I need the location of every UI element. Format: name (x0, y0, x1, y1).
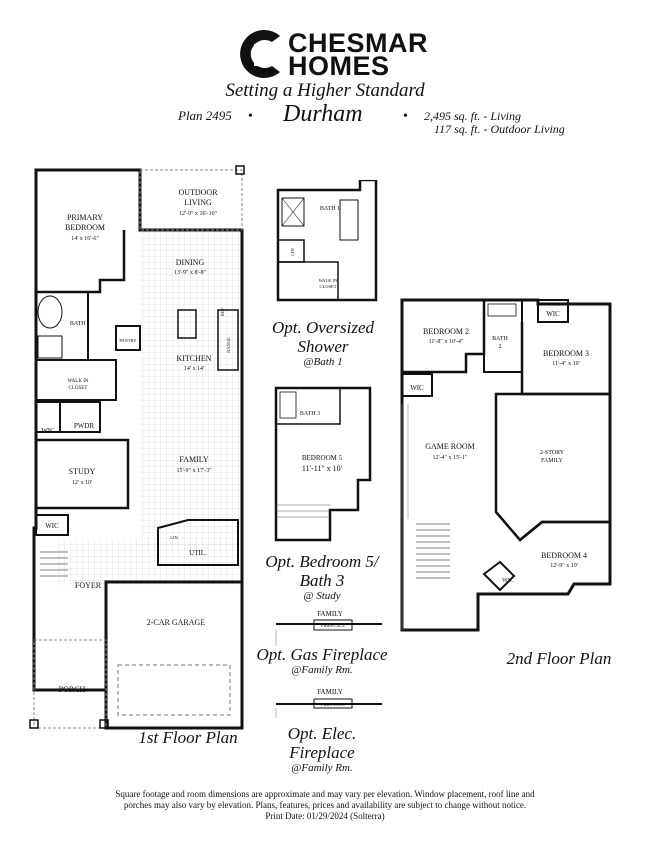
room-bath2-line2: 2 (499, 344, 502, 350)
opt-bedroom5-caption: Opt. Bedroom 5/ Bath 3 @ Study (252, 552, 392, 602)
opt-gas-fireplace-caption: Opt. Gas Fireplace @Family Rm. (252, 645, 392, 676)
room-outdoor-living-line2: LIVING (184, 198, 212, 207)
room-lin: LIN (170, 535, 178, 540)
room-garage: 2-CAR GARAGE (147, 618, 206, 627)
brand-name-line1: CHESMAR (288, 28, 429, 58)
room-size: 12'-9" x 10' (550, 563, 578, 569)
room-bath1: BATH 1 (70, 321, 90, 327)
room-bedroom4: BEDROOM 4 (541, 551, 587, 560)
room-size: 14' x 16'-6" (71, 236, 99, 242)
label-ref: REF (220, 307, 225, 316)
room-porch: PORCH (59, 685, 86, 694)
room-dining: DINING (176, 258, 205, 267)
disclaimer-line2: porches may also vary by elevation. Plan… (123, 800, 527, 810)
room-walk-in-closet-line2: CLOSET (69, 386, 88, 391)
room-two-story-family: 2-STORY (540, 450, 565, 456)
outdoor-living-outline (139, 169, 243, 231)
caption-subtitle: @Family Rm. (291, 664, 353, 676)
caption-line2: Bath 3 (299, 571, 345, 590)
room-wic: WIC (546, 310, 560, 318)
opt-bedroom5-label: BEDROOM 5 (302, 454, 343, 462)
opt-closet-label-line2: CLOSET (319, 284, 336, 289)
opt-gas-fireplace-label: FIREPLACE (321, 623, 345, 628)
room-size: 12'-9" x 16'-10" (179, 211, 218, 217)
room-bedroom3: BEDROOM 3 (543, 349, 589, 358)
opt-bedroom5-size: 11'-11" x 10' (302, 464, 343, 473)
caption-line1: Opt. Bedroom 5/ (265, 552, 379, 571)
room-size: 11'-8" x 10'-4" (429, 339, 464, 345)
label-range: RANGE (226, 337, 231, 353)
first-floor-plan: OUTDOOR LIVING 12'-9" x 16'-10" PRIMARY … (29, 165, 245, 730)
opt-oversized-shower-caption: Opt. Oversized Shower @Bath 1 (258, 318, 388, 368)
opt-bedroom5-plan: BATH 3 BEDROOM 5 11'-11" x 10' (274, 386, 372, 542)
room-size: 15'-9" x 17'-3" (176, 468, 212, 474)
room-wic: WIC (410, 384, 424, 392)
room-primary-bedroom-line2: BEDROOM (65, 223, 105, 232)
room-primary-bedroom: PRIMARY (67, 213, 103, 222)
second-floor-plan: BEDROOM 2 11'-8" x 10'-4" BATH 2 WIC BED… (400, 298, 612, 632)
opt-elec-fireplace-label: FIREPLACE (321, 702, 345, 707)
room-kitchen: KITCHEN (176, 354, 211, 363)
room-size: 11'-4" x 10' (552, 361, 579, 367)
sqft-info: 2,495 sq. ft. - Living 117 sq. ft. - Out… (424, 110, 565, 136)
first-floor-caption: 1st Floor Plan (138, 728, 238, 747)
caption-line1: Opt. Oversized (272, 318, 374, 337)
room-size: 12' x 10' (72, 480, 92, 486)
opt-lin-label: LIN (290, 248, 295, 256)
room-two-story-family-line2: FAMILY (541, 458, 564, 464)
logo-mark-icon (240, 30, 280, 78)
sqft-living: 2,495 sq. ft. - Living (424, 109, 522, 123)
brand-name-line2: HOMES (288, 51, 390, 81)
disclaimer: Square footage and room dimensions are a… (0, 789, 650, 822)
room-walk-in-closet: WALK IN (68, 379, 89, 384)
caption-line1: Opt. Elec. (287, 724, 357, 743)
room-wic: WIC (41, 427, 55, 435)
separator-dot: • (248, 109, 253, 124)
sqft-outdoor: 117 sq. ft. - Outdoor Living (434, 122, 565, 136)
plan-number: Plan 2495 (178, 108, 232, 123)
brand-logo: CHESMAR HOMES (236, 28, 436, 84)
room-size: 13'-9" x 8'-8" (174, 270, 207, 276)
caption-line2: Shower (297, 337, 349, 356)
caption-line1: Opt. Gas Fireplace (256, 645, 388, 664)
caption-line2: Fireplace (289, 743, 355, 762)
opt-bath1-label: BATH 1 (320, 206, 340, 212)
opt-bath3-label: BATH 3 (300, 411, 320, 417)
opt-elec-fireplace-plan: FAMILY FIREPLACE (275, 688, 382, 718)
room-study: STUDY (69, 467, 96, 476)
room-bath2: BATH (492, 336, 508, 342)
room-wic: WIC (502, 578, 514, 584)
room-size: 12'-4" x 15'-1" (432, 455, 468, 461)
second-floor-caption: 2nd Floor Plan (506, 649, 612, 668)
separator-dot: • (403, 109, 408, 124)
tagline: Setting a Higher Standard (225, 80, 425, 101)
print-date: Print Date: 01/29/2024 (Solterra) (265, 811, 385, 821)
caption-subtitle: @ Study (303, 590, 341, 602)
opt-elec-fireplace-caption: Opt. Elec. Fireplace @Family Rm. (252, 724, 392, 774)
room-foyer: FOYER (75, 581, 102, 590)
caption-subtitle: @Family Rm. (291, 762, 353, 774)
opt-gas-family-label: FAMILY (317, 610, 343, 618)
room-size: 14' x 14' (184, 366, 204, 372)
room-game-room: GAME ROOM (425, 442, 475, 451)
room-util: UTIL. (189, 549, 207, 557)
opt-oversized-shower-plan: BATH 1 LIN WALK IN CLOSET (276, 180, 378, 302)
room-bedroom2: BEDROOM 2 (423, 327, 469, 336)
caption-subtitle: @Bath 1 (303, 356, 343, 368)
room-outdoor-living: OUTDOOR (178, 188, 218, 197)
opt-closet-label: WALK IN (319, 278, 339, 283)
room-family: FAMILY (179, 455, 208, 464)
room-pwdr: PWDR (74, 422, 95, 430)
opt-gas-fireplace-plan: FAMILY FIREPLACE (275, 610, 382, 646)
room-wic: WIC (45, 522, 59, 530)
disclaimer-line1: Square footage and room dimensions are a… (115, 789, 535, 799)
plan-name: Durham (283, 101, 363, 127)
room-pantry: PANTRY (119, 338, 137, 343)
opt-elec-family-label: FAMILY (317, 688, 343, 696)
